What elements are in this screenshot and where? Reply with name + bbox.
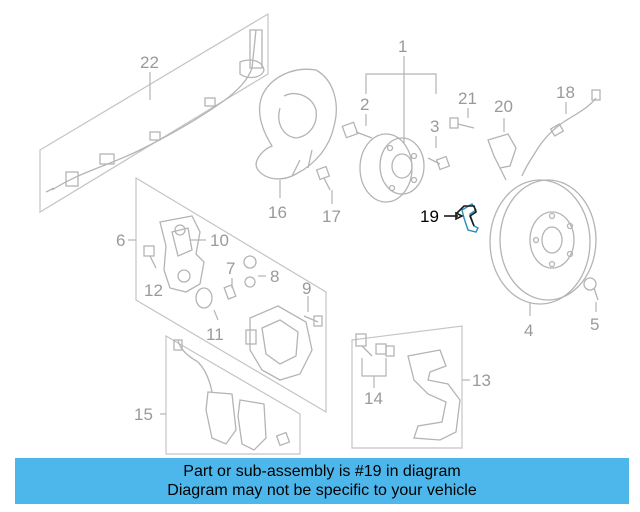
info-banner: Part or sub-assembly is #19 in diagram D… [15, 458, 629, 504]
part-7-bleeder [223, 278, 237, 300]
label-7: 7 [226, 259, 235, 278]
part-15-brake-pads-panel [165, 334, 301, 455]
part-20-sensor [487, 133, 517, 181]
part-4-brake-disc [489, 179, 597, 305]
label-3: 3 [430, 117, 439, 136]
part-16-dust-shield [255, 68, 337, 180]
part-19-bracket [455, 203, 479, 233]
label-21: 21 [458, 89, 477, 108]
part-13-bracket-panel [351, 325, 463, 449]
label-18: 18 [556, 83, 575, 102]
label-8: 8 [270, 267, 279, 286]
part-6-caliper-panel [135, 176, 327, 414]
label-14: 14 [364, 389, 383, 408]
part-14-guide-bolts [355, 333, 395, 357]
part-18-brake-line [521, 89, 601, 177]
label-19: 19 [420, 207, 439, 226]
label-13: 13 [472, 371, 491, 390]
label-20: 20 [494, 97, 513, 116]
banner-line-1: Part or sub-assembly is #19 in diagram [183, 463, 461, 480]
label-5: 5 [590, 315, 599, 334]
part-1-wheel-hub [359, 133, 425, 203]
part-10-guide-pin [174, 224, 186, 236]
label-17: 17 [322, 207, 341, 226]
label-15: 15 [134, 405, 153, 424]
banner-line-2: Diagram may not be specific to your vehi… [167, 482, 477, 499]
part-17-bolt [315, 165, 331, 191]
part-9-bolt [303, 315, 323, 327]
caliper-carrier [159, 215, 205, 293]
part-22-wiring-panel [39, 12, 269, 214]
part-12-bolt [143, 245, 157, 269]
label-22: 22 [140, 53, 159, 72]
label-12: 12 [144, 281, 163, 300]
label-4: 4 [524, 321, 533, 340]
part-21-bolt [449, 117, 475, 129]
label-11: 11 [206, 325, 224, 344]
part-8-cap [243, 255, 257, 288]
label-1: 1 [398, 37, 407, 56]
part-3-bolt [427, 155, 451, 171]
part-5-screw [583, 277, 599, 301]
label-10: 10 [210, 231, 229, 250]
label-16: 16 [268, 203, 287, 222]
label-6: 6 [116, 231, 125, 250]
part-2-bolt [341, 121, 373, 139]
label-2: 2 [360, 95, 369, 114]
caliper-housing [245, 305, 313, 381]
part-11-seal [195, 287, 213, 309]
label-9: 9 [302, 279, 311, 298]
